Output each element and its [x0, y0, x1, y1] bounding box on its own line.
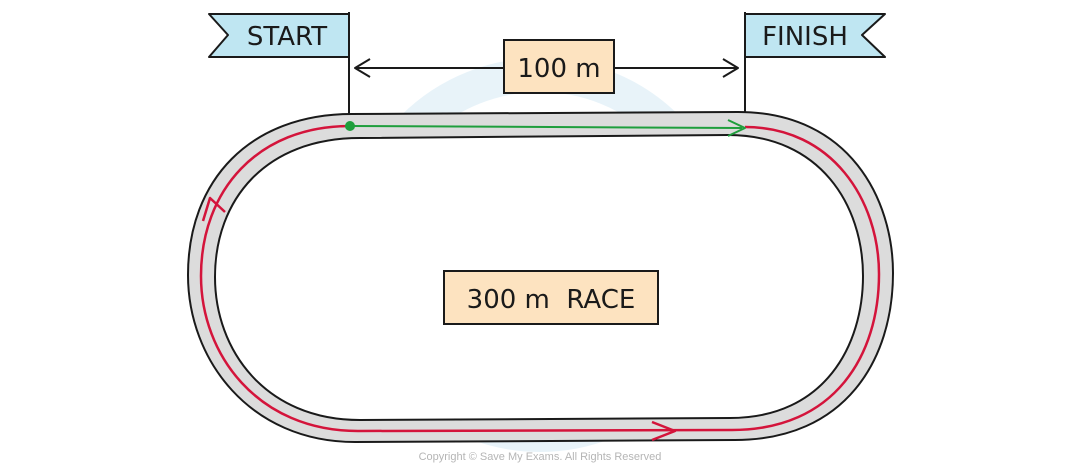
- red-race-path: [199, 124, 881, 433]
- green-path: [349, 125, 743, 129]
- distance-arrow-left-head: [354, 58, 371, 78]
- start-label: START: [247, 22, 327, 52]
- start-point-dot: [345, 121, 355, 131]
- finish-flag: [744, 13, 886, 58]
- race-label-box: [443, 270, 659, 325]
- copyright-notice: Copyright © Save My Exams. All Rights Re…: [418, 451, 662, 463]
- red-arrow-left: [201, 196, 226, 222]
- distance-arrow-right-head: [722, 58, 739, 78]
- start-flag: [208, 13, 350, 58]
- race-label: 300 m RACE: [467, 285, 636, 315]
- green-arrow: [727, 119, 746, 137]
- distance-label: 100 m: [517, 54, 600, 84]
- finish-label: FINISH: [762, 22, 848, 52]
- red-arrow-bottom: [651, 420, 677, 442]
- distance-label-box: [503, 39, 615, 94]
